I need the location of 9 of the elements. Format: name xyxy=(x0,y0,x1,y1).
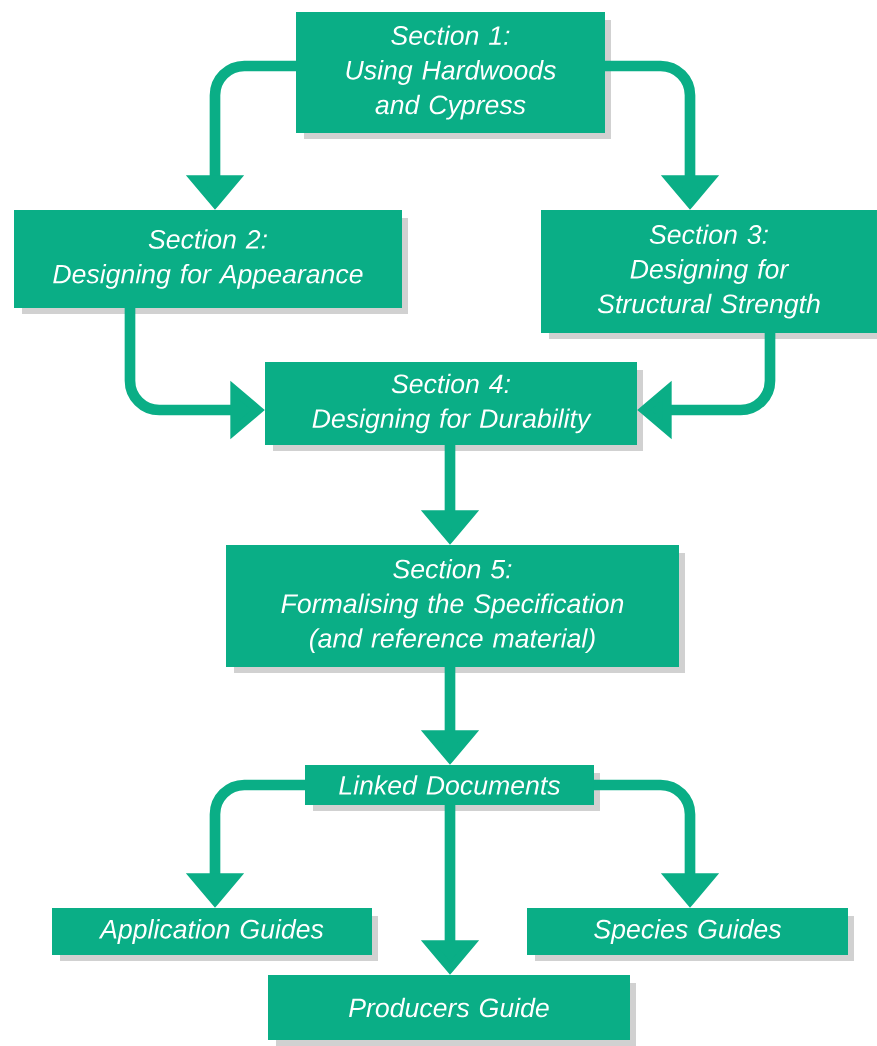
section-box: Producers Guide xyxy=(268,975,636,1046)
section-box: Section 2: Designing for Appearance xyxy=(14,210,408,314)
section-box: Species Guides xyxy=(527,908,854,961)
section-box: Linked Documents xyxy=(305,765,600,811)
section-box: Application Guides xyxy=(52,908,378,961)
section-box: Section 3: Designing for Structural Strength xyxy=(541,210,877,339)
section-box: Section 4: Designing for Durability xyxy=(265,362,643,451)
section-box: Section 5: Formalising the Specification (and reference material) xyxy=(226,545,685,673)
section-box: Section 1: Using Hardwoods and Cypress xyxy=(296,12,611,139)
